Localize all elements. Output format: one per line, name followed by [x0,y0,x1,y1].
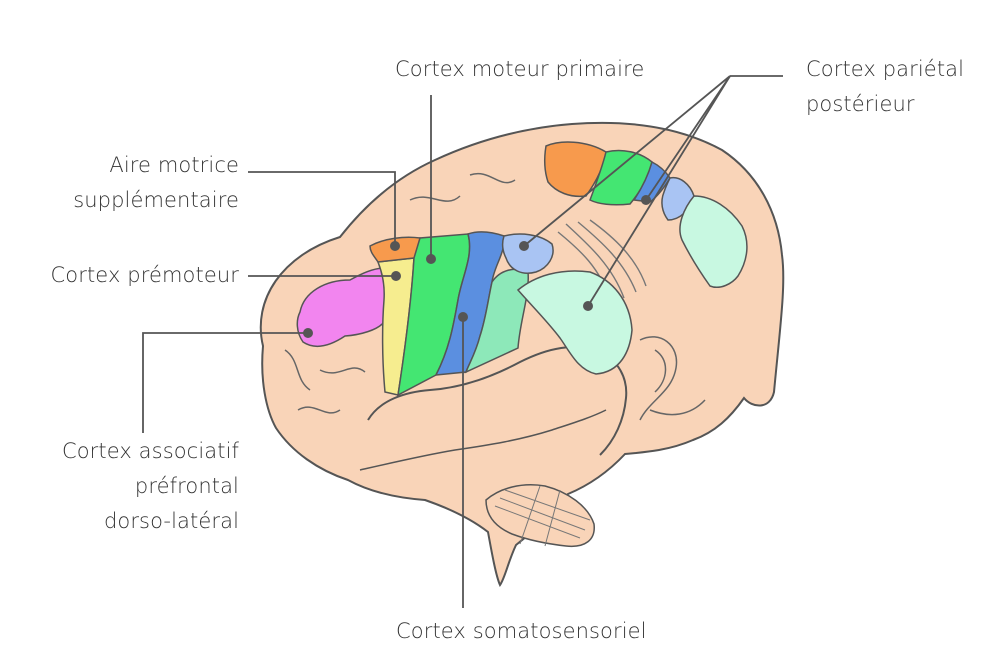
dot-parietal-c [583,301,593,311]
label-supplementary-motor-line1: Aire motrice [109,153,239,177]
region-posterior-parietal-mint [679,195,748,288]
leader-parietal-c [587,75,731,307]
label-supplementary-motor-line2: supplémentaire [73,188,239,212]
label-supplementary-motor: Aire motrice supplémentaire [73,148,239,218]
leader-dots [303,195,651,338]
label-posterior-parietal-line2: postérieur [806,92,915,116]
dot-parietal-a [519,241,529,251]
leader-supplementary-motor [248,171,396,246]
frontal-sulci [284,172,516,414]
label-somatosensory: Cortex somatosensoriel [396,619,647,643]
temporal-sulcus [359,409,607,471]
leader-prefrontal [142,332,308,433]
label-prefrontal-line1: Cortex associatif [61,439,239,463]
temporal-lobe-boundary [367,346,628,456]
region-superior-green [589,149,653,206]
label-prefrontal-line3: dorso-latéral [103,509,239,533]
label-prefrontal-line2: préfrontal [134,474,239,498]
cerebellum [485,484,595,548]
dot-somatosensory [458,312,468,322]
leader-parietal-a [523,75,731,247]
insula-striations [557,219,647,301]
dot-supplementary-motor [390,241,400,251]
dot-prefrontal [303,328,313,338]
dot-premotor [391,271,401,281]
dot-parietal-b [641,195,651,205]
region-parietal-light-blue-inferior [501,233,554,274]
cerebellum-folia [494,485,591,547]
dot-primary-motor [426,254,436,264]
leader-lines [142,75,783,608]
occipital-folds [639,336,706,421]
label-posterior-parietal-line1: Cortex pariétal [806,57,965,81]
label-prefrontal: Cortex associatif préfrontal dorso-latér… [62,434,239,539]
leader-parietal-b [645,75,731,201]
label-posterior-parietal: Cortex pariétal postérieur [806,52,964,122]
region-parietal-mint-large [516,270,633,375]
region-superior-blue [632,160,671,203]
label-premotor: Cortex prémoteur [50,263,239,287]
label-primary-motor: Cortex moteur primaire [395,57,645,81]
